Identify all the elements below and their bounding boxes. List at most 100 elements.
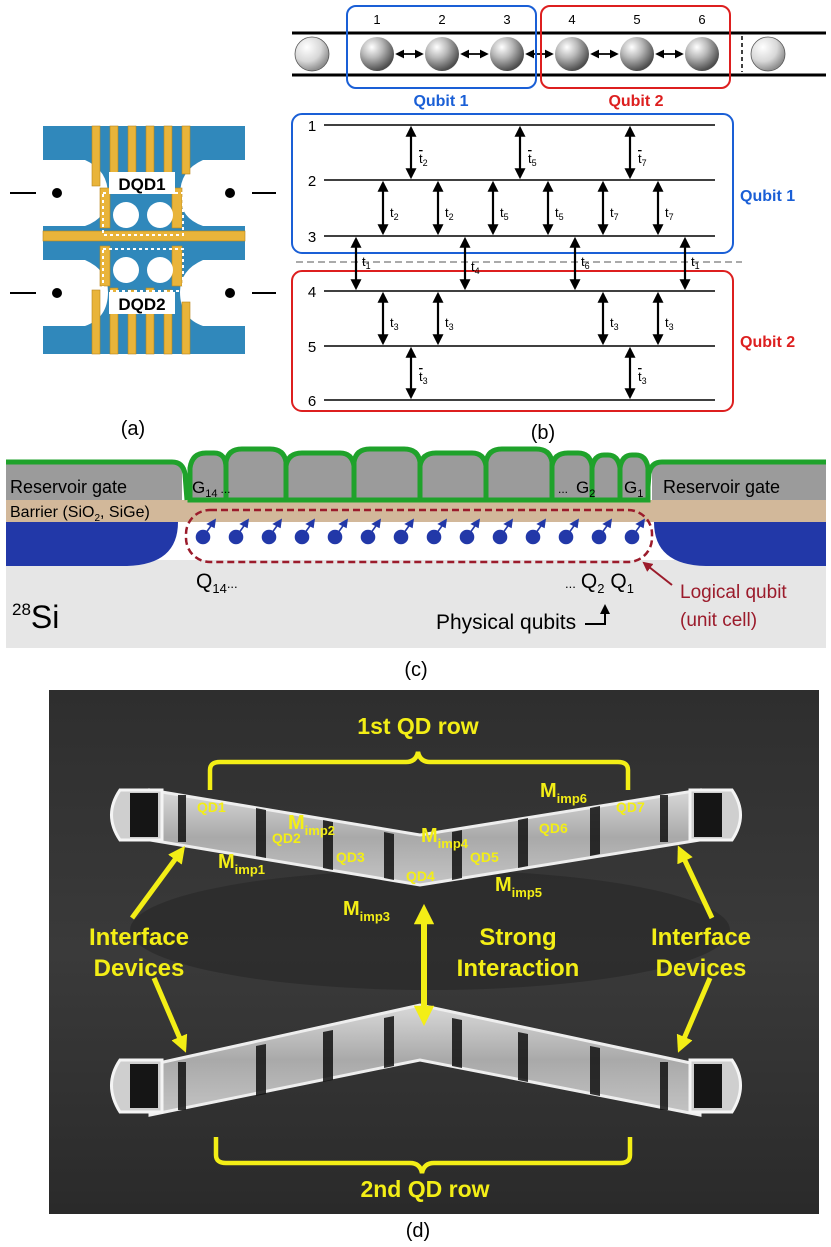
si28-label: 28Si (12, 599, 59, 635)
tunneling-label: t7 (665, 205, 674, 222)
electrode-top-right (180, 160, 245, 226)
caption-a: (a) (121, 418, 145, 440)
qd-row-top (110, 788, 742, 887)
tunneling-label: t6 (581, 254, 590, 271)
spin-qubit (261, 518, 283, 545)
quantum-dot (620, 37, 654, 71)
lead-contact (52, 188, 62, 198)
barrier-layer (6, 500, 826, 522)
qd-label: QD7 (616, 799, 645, 815)
mimp-label: Mimp2 (288, 812, 335, 838)
lead-contact (225, 188, 235, 198)
barrier-label: Barrier (SiO2, SiGe) (10, 504, 150, 524)
gate-g1-label: G1 (624, 478, 643, 500)
spin-qubit (459, 518, 481, 545)
dqd2-outline (102, 248, 184, 292)
level-label: 5 (308, 339, 316, 356)
lead-contact (225, 288, 235, 298)
dot-number: 4 (568, 12, 575, 27)
qd-label: QD1 (197, 799, 226, 815)
reservoir-dot-right (750, 36, 786, 72)
reservoir-gate-left-label: Reservoir gate (10, 477, 127, 497)
tunneling-label: t7 (610, 205, 619, 222)
qd-label: QD3 (336, 849, 365, 865)
interface-right-line1: Interface (651, 924, 751, 951)
dot-number: 1 (373, 12, 380, 27)
caption-b: (b) (531, 422, 555, 444)
dqd1-outline (102, 192, 184, 236)
qd-label: QD4 (406, 868, 435, 884)
spin-qubit (426, 518, 448, 545)
lead-contact (52, 288, 62, 298)
qubit2-box (540, 5, 731, 89)
dqd1-label: DQD1 (118, 175, 165, 194)
plunger-gates (187, 446, 651, 503)
spin-qubit (393, 518, 415, 545)
qubit1-level-box (291, 113, 734, 254)
mimp-label: Mimp6 (540, 780, 587, 806)
constriction-stripes-top (178, 795, 668, 880)
electrode-bottom-right (180, 260, 245, 326)
dot-3 (113, 257, 139, 283)
quantum-dot (360, 37, 394, 71)
blue-reservoir-right (654, 522, 826, 566)
spin-qubit (525, 518, 547, 545)
dot-number: 2 (438, 12, 445, 27)
gate-g1 (617, 452, 651, 503)
spin-qubit (327, 518, 349, 545)
level-label: 4 (308, 284, 316, 301)
blue-reservoir-left (6, 522, 178, 566)
spin-qubit (228, 518, 250, 545)
qubit2-level-box (291, 270, 734, 412)
reservoir-gate-left (6, 464, 182, 500)
tunneling-label: t3 (610, 315, 619, 332)
interface-arrow (677, 845, 715, 920)
interface-arrow (151, 977, 188, 1053)
dot-chain (360, 37, 719, 71)
dot-4 (147, 257, 173, 283)
level-label: 1 (308, 118, 316, 135)
dqd2-label: DQD2 (118, 295, 165, 314)
interface-left-line1: Interface (89, 924, 189, 951)
gate-g2-label: ...G2 (558, 478, 595, 500)
qd-label: QD2 (272, 830, 301, 846)
spin-qubits (195, 518, 646, 545)
gate-g2 (589, 452, 623, 503)
level-label: 6 (308, 393, 316, 410)
spin-qubit (558, 518, 580, 545)
mimp-label: Mimp1 (218, 851, 265, 877)
row2-label: 2nd QD row (360, 1176, 489, 1202)
spin-qubit (195, 518, 217, 545)
tunneling-label: t3 (638, 369, 647, 386)
interface-arrow (676, 977, 713, 1053)
tunneling-label: t2 (445, 205, 454, 222)
qd-label: QD6 (539, 820, 568, 836)
mimp-label: Mimp5 (495, 874, 542, 900)
qubit1-box (346, 5, 537, 89)
reservoir-gate-right (652, 464, 826, 500)
dot-number: 5 (633, 12, 640, 27)
level-label: 2 (308, 173, 316, 190)
panel-b: 1 2 3 4 5 6 Qubit 1 Qubit 2 1 2 3 4 5 (291, 5, 826, 444)
gold-gates (42, 125, 246, 355)
panel-a: DQD1 DQD2 (a) (10, 125, 276, 440)
row1-label: 1st QD row (357, 713, 479, 739)
plunger-gate (483, 446, 555, 503)
panel-d: 1st QD row 2nd QD row QD1 QD2 QD3 QD4 QD… (49, 690, 819, 1242)
tunneling-label: t7 (638, 151, 647, 168)
caption-d: (d) (406, 1220, 430, 1242)
spin-qubit (624, 518, 646, 545)
tunneling-label: t1 (362, 254, 371, 271)
gate-g14-label: G14... (192, 478, 231, 500)
tunneling-label: t1 (691, 254, 700, 271)
logical-qubit-outline (184, 508, 654, 564)
reservoir-gate-right-label: Reservoir gate (663, 477, 780, 497)
interface-right-line2: Devices (656, 955, 747, 982)
unit-cell-label: (unit cell) (680, 610, 757, 631)
si-substrate (6, 560, 826, 648)
plunger-gate (417, 450, 489, 503)
dot-1 (113, 202, 139, 228)
brace-bottom (213, 1137, 633, 1174)
spin-qubit (492, 518, 514, 545)
